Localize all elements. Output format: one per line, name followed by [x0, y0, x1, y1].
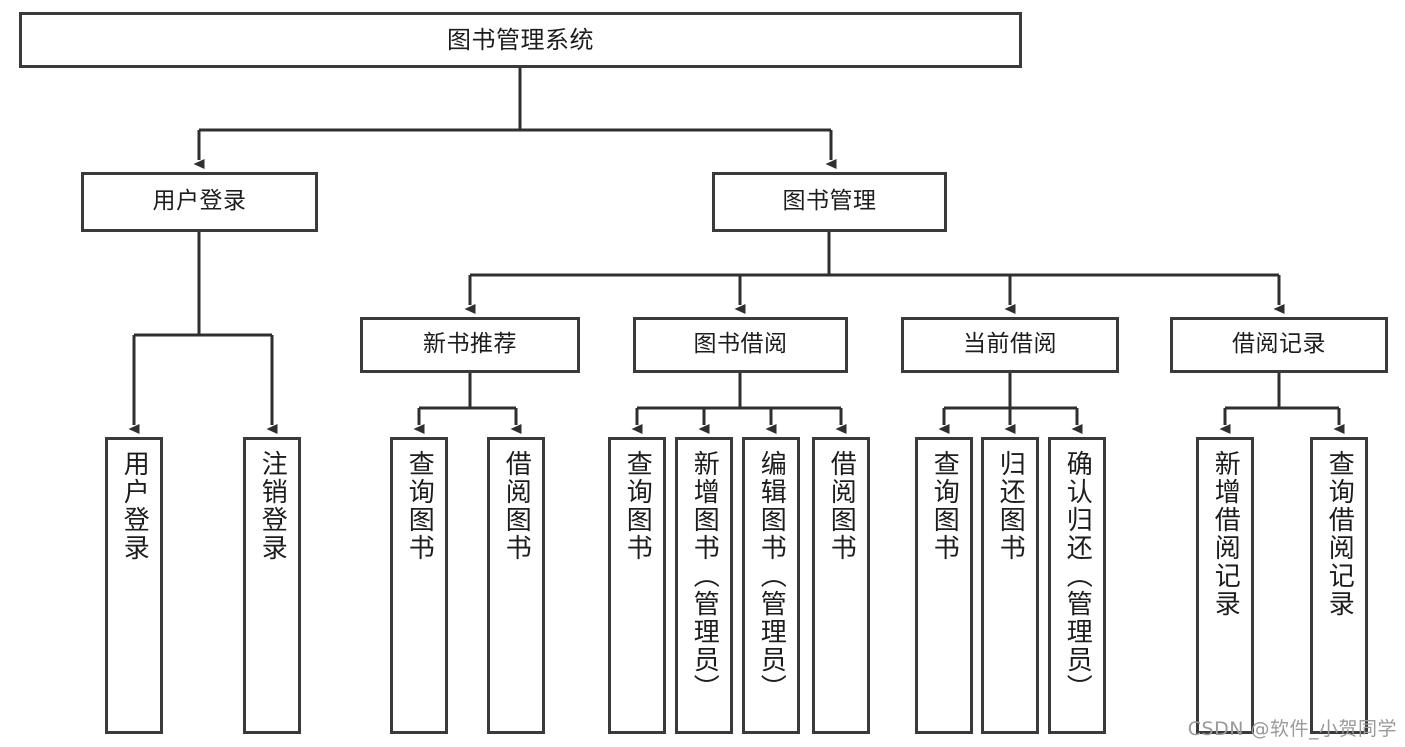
leaf-borrow-book-1-label: 借阅图书	[501, 450, 532, 562]
node-new-book-recommend[interactable]: 新书推荐	[360, 317, 580, 373]
leaf-add-book-label: 新增图书（管理员）	[689, 450, 720, 702]
leaf-borrow-book-2[interactable]: 借阅图书	[812, 437, 870, 734]
leaf-confirm-return[interactable]: 确认归还（管理员）	[1048, 437, 1106, 734]
leaf-edit-book-label: 编辑图书（管理员）	[756, 450, 787, 702]
node-borrow-record[interactable]: 借阅记录	[1170, 317, 1388, 373]
node-root[interactable]: 图书管理系统	[19, 12, 1022, 68]
leaf-query-book-2[interactable]: 查询图书	[608, 437, 666, 734]
leaf-user-login-label: 用户登录	[119, 450, 150, 562]
node-book-manage-label: 图书管理	[782, 188, 877, 215]
leaf-user-login[interactable]: 用户登录	[105, 437, 163, 734]
node-root-label: 图书管理系统	[447, 25, 594, 54]
leaf-add-record[interactable]: 新增借阅记录	[1196, 437, 1254, 734]
leaf-confirm-return-label: 确认归还（管理员）	[1062, 450, 1093, 702]
leaf-query-record-label: 查询借阅记录	[1324, 450, 1355, 618]
csdn-watermark: CSDN @软件_小贺同学	[1187, 718, 1397, 740]
leaf-query-book-3-label: 查询图书	[929, 450, 960, 562]
node-user-login[interactable]: 用户登录	[81, 172, 318, 232]
node-user-login-label: 用户登录	[152, 188, 247, 215]
node-book-manage[interactable]: 图书管理	[712, 172, 947, 232]
leaf-add-book[interactable]: 新增图书（管理员）	[675, 437, 733, 734]
leaf-query-record[interactable]: 查询借阅记录	[1310, 437, 1368, 734]
leaf-add-record-label: 新增借阅记录	[1210, 450, 1241, 618]
node-book-borrow[interactable]: 图书借阅	[633, 317, 848, 373]
leaf-return-book-label: 归还图书	[995, 450, 1026, 562]
node-book-borrow-label: 图书借阅	[693, 331, 788, 358]
leaf-logout-login[interactable]: 注销登录	[243, 437, 301, 734]
leaf-query-book-3[interactable]: 查询图书	[915, 437, 973, 734]
leaf-borrow-book-1[interactable]: 借阅图书	[487, 437, 545, 734]
node-new-book-recommend-label: 新书推荐	[423, 331, 517, 358]
leaf-return-book[interactable]: 归还图书	[981, 437, 1039, 734]
leaf-edit-book[interactable]: 编辑图书（管理员）	[742, 437, 800, 734]
leaf-query-book-1[interactable]: 查询图书	[390, 437, 448, 734]
leaf-logout-login-label: 注销登录	[257, 450, 288, 562]
node-borrow-record-label: 借阅记录	[1232, 331, 1326, 358]
node-current-borrow[interactable]: 当前借阅	[901, 317, 1119, 373]
node-current-borrow-label: 当前借阅	[963, 331, 1057, 358]
leaf-borrow-book-2-label: 借阅图书	[826, 450, 857, 562]
leaf-query-book-1-label: 查询图书	[404, 450, 435, 562]
leaf-query-book-2-label: 查询图书	[622, 450, 653, 562]
